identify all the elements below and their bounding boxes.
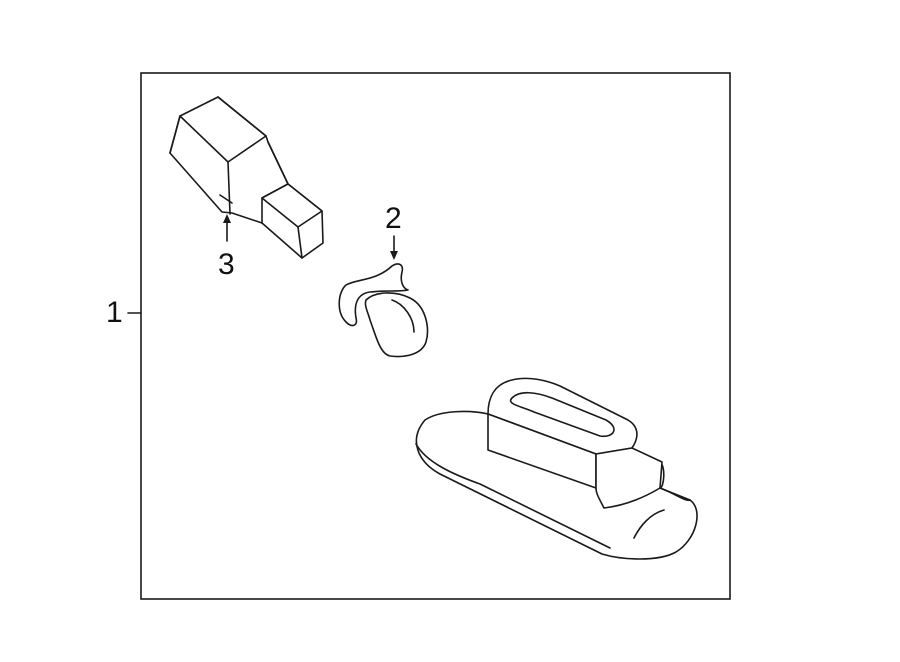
lamp-housing-part[interactable] [415,377,698,560]
callout-3-arrow [223,214,231,242]
callout-3: 3 [218,248,235,281]
callout-2-arrow [390,235,398,260]
socket-part[interactable] [169,96,324,259]
callout-1: 1 [106,296,123,329]
bulb-part[interactable] [338,263,429,358]
assembly-frame [140,72,731,600]
callout-2: 2 [385,202,402,235]
